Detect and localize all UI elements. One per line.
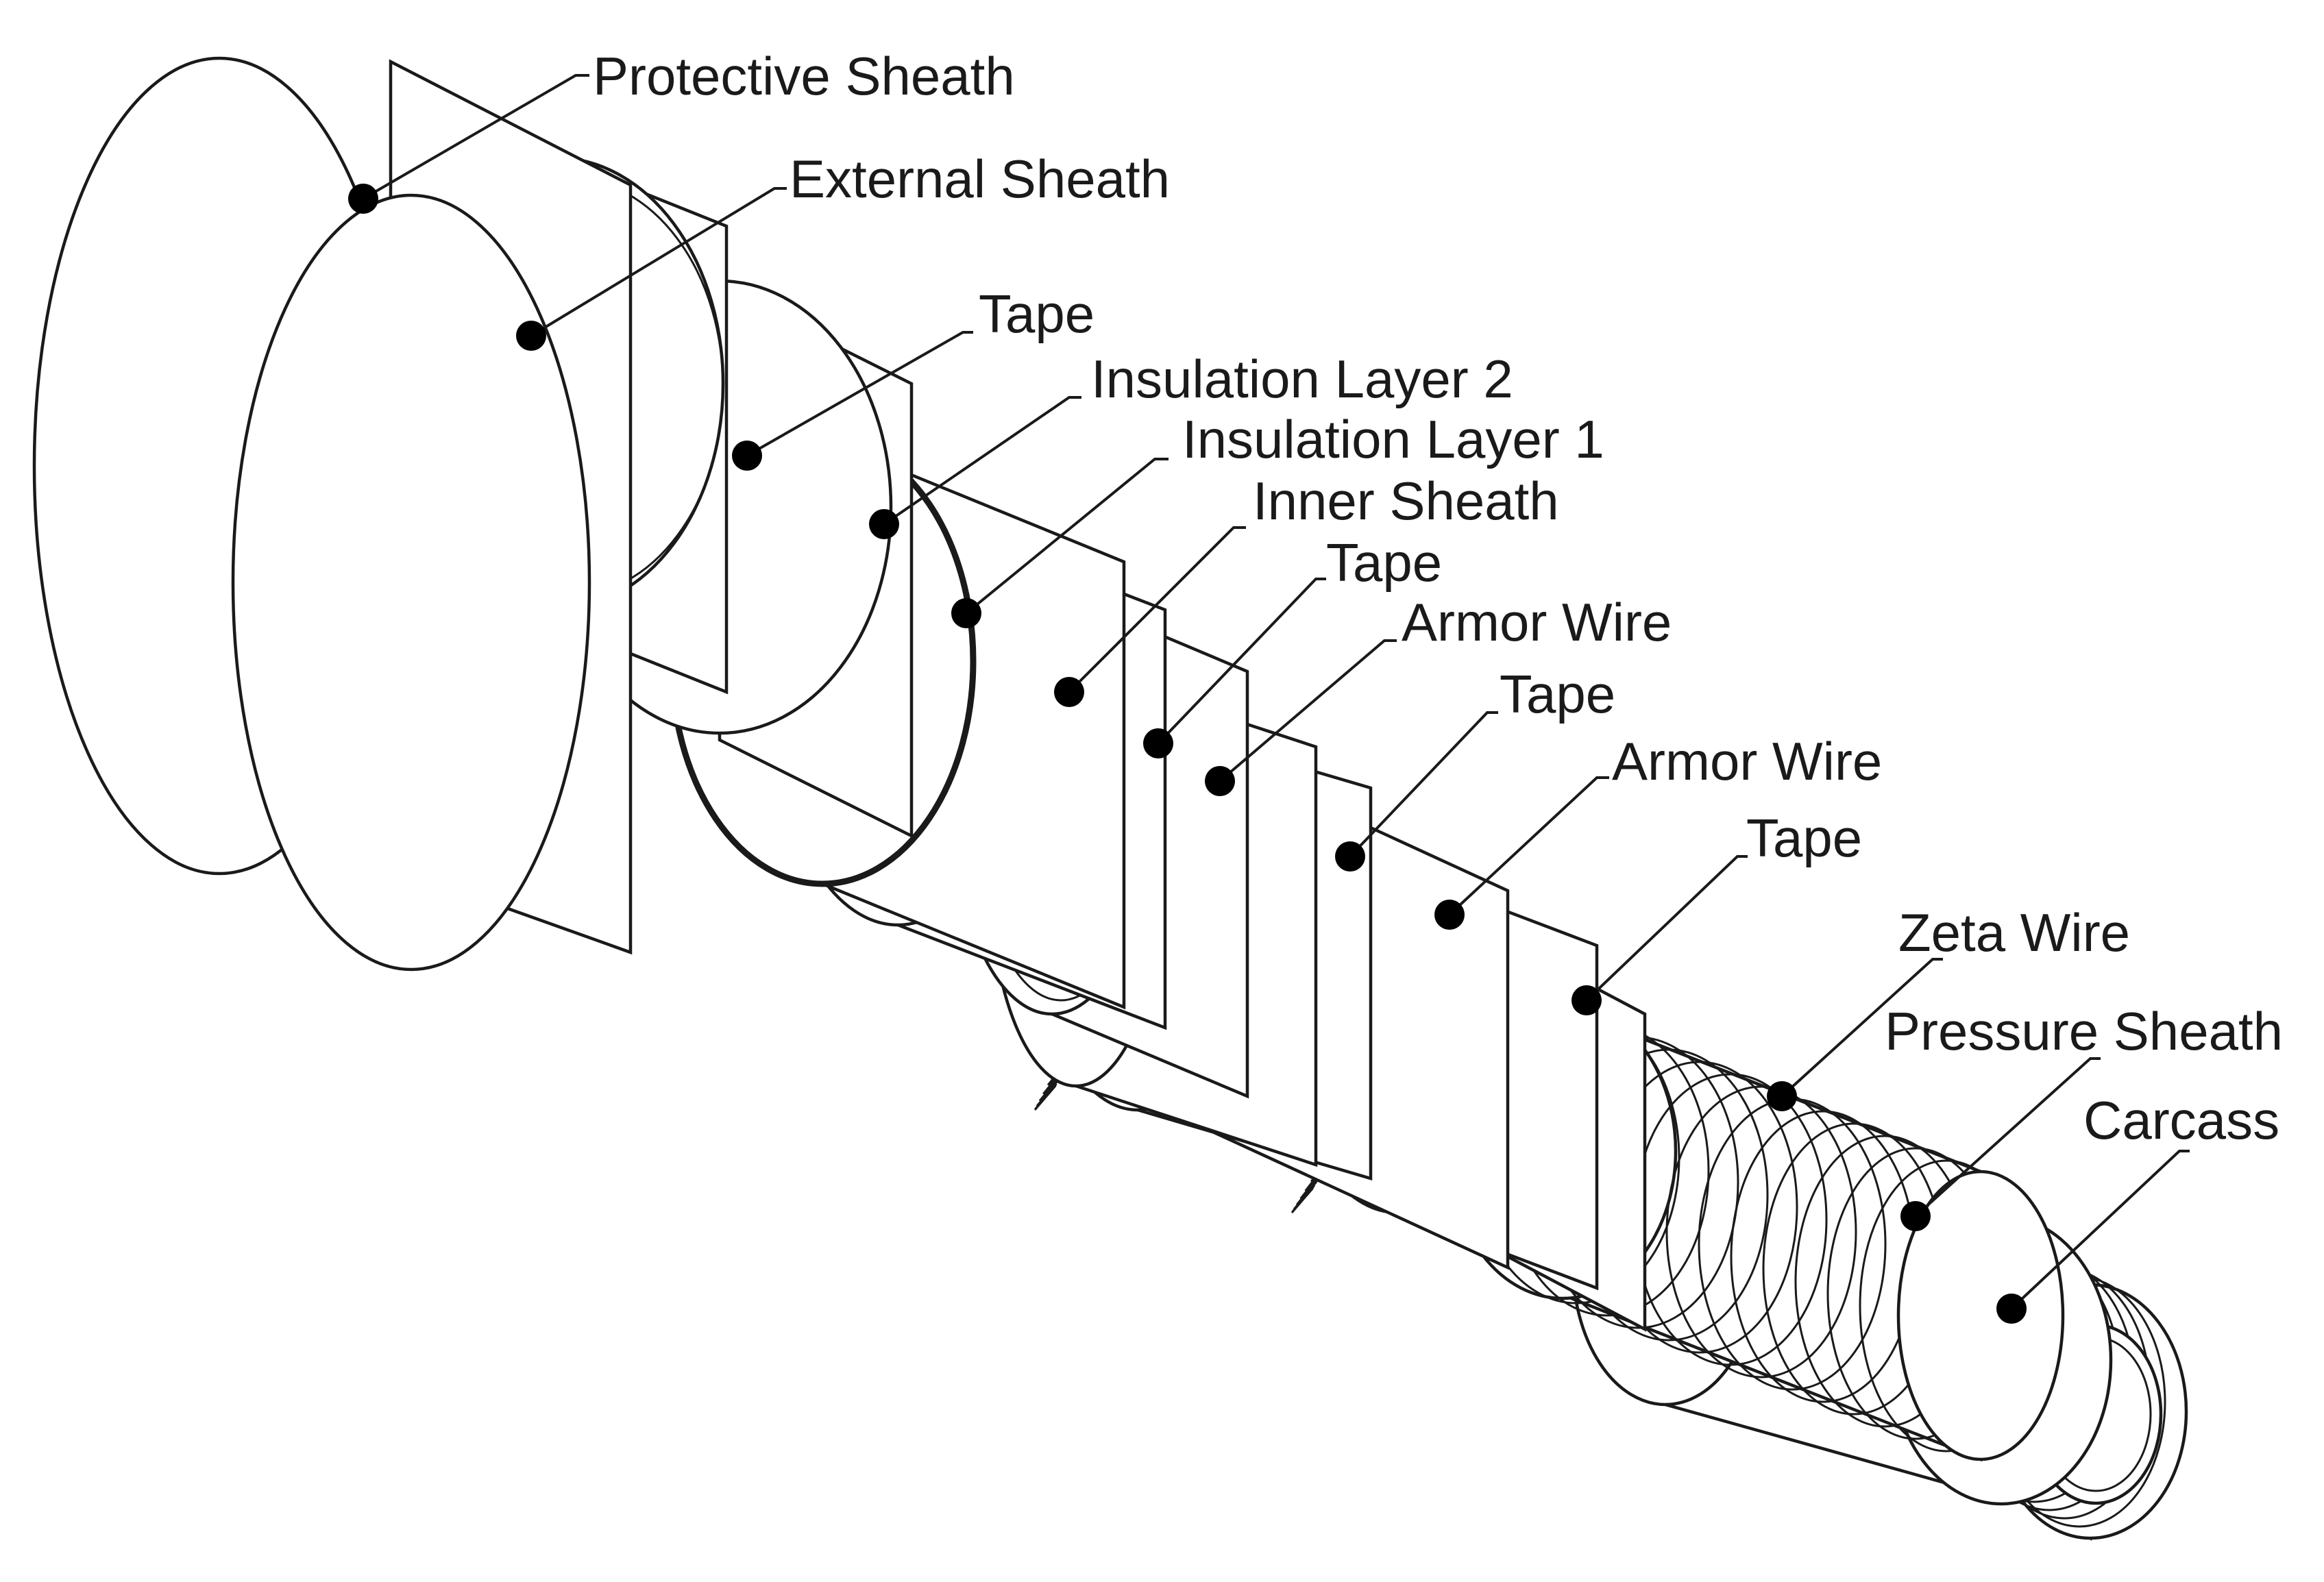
label-pressure-sheath: Pressure Sheath [1885, 1001, 2283, 1061]
label-tape-4: Tape [1746, 808, 1862, 868]
label-tape-2: Tape [1326, 532, 1442, 593]
label-armor-wire-2: Armor Wire [1612, 731, 1882, 791]
label-carcass: Carcass [2083, 1090, 2279, 1150]
marker-dot [1143, 728, 1173, 758]
marker-dot [1434, 900, 1465, 930]
marker-dot [732, 441, 762, 471]
marker-dot [1335, 841, 1365, 872]
callout-tape-4: Tape [1571, 808, 1862, 1015]
marker-dot [1054, 677, 1084, 707]
marker-dot [869, 509, 899, 539]
label-external-sheath: External Sheath [790, 149, 1170, 209]
marker-dot [1767, 1081, 1797, 1111]
marker-dot [1996, 1294, 2027, 1324]
marker-dot [348, 184, 378, 214]
label-tape-3: Tape [1500, 664, 1615, 724]
marker-dot [951, 598, 981, 628]
label-protective-sheath: Protective Sheath [593, 46, 1015, 106]
label-zeta-wire: Zeta Wire [1898, 902, 2130, 963]
marker-dot [1900, 1201, 1931, 1231]
label-inner-sheath: Inner Sheath [1253, 471, 1559, 531]
label-armor-wire-1: Armor Wire [1402, 592, 1672, 652]
label-tape-1: Tape [979, 284, 1094, 344]
label-insulation-layer-2: Insulation Layer 2 [1091, 349, 1513, 409]
label-insulation-layer-1: Insulation Layer 1 [1182, 409, 1604, 469]
marker-dot [516, 321, 546, 351]
protective-sheath-layer [34, 58, 631, 969]
marker-dot [1571, 985, 1602, 1015]
marker-dot [1205, 766, 1235, 796]
